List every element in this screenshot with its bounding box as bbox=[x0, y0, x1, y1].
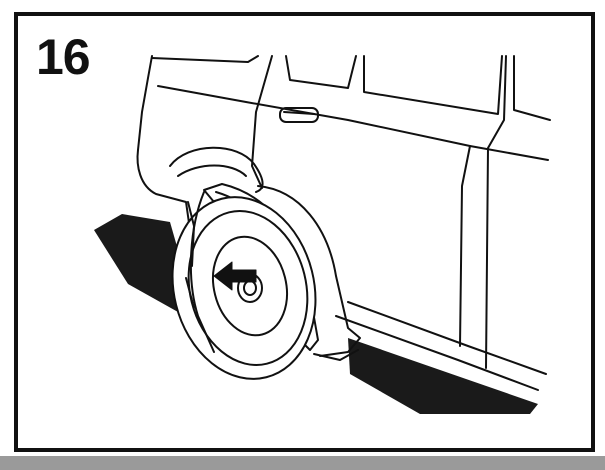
wheel-rim bbox=[212, 235, 288, 337]
b-pillar bbox=[485, 55, 507, 369]
sill-line bbox=[347, 301, 547, 375]
instruction-frame: 16 bbox=[14, 12, 595, 452]
rocker-panel bbox=[335, 315, 539, 391]
wheel-arch-inner bbox=[177, 164, 247, 177]
arch-lip bbox=[257, 185, 361, 357]
front-door-edge bbox=[513, 55, 551, 121]
car-wheel-illustration bbox=[94, 55, 551, 414]
body-crease bbox=[157, 85, 549, 161]
door-handle bbox=[279, 107, 319, 123]
ground-shadow-right bbox=[348, 338, 538, 414]
rear-quarter-line bbox=[151, 55, 259, 63]
rear-window bbox=[363, 55, 503, 115]
body-top-edge bbox=[137, 55, 153, 151]
ground-shadow-left bbox=[94, 214, 186, 312]
arrow-left-icon bbox=[213, 261, 257, 291]
rear-bumper bbox=[136, 149, 191, 231]
window-opening bbox=[285, 55, 357, 89]
step-number: 16 bbox=[36, 29, 91, 85]
bottom-band bbox=[0, 456, 605, 470]
door-gap bbox=[459, 145, 471, 347]
rear-door-frame bbox=[251, 55, 273, 189]
wheel-arch-outer bbox=[169, 146, 264, 193]
